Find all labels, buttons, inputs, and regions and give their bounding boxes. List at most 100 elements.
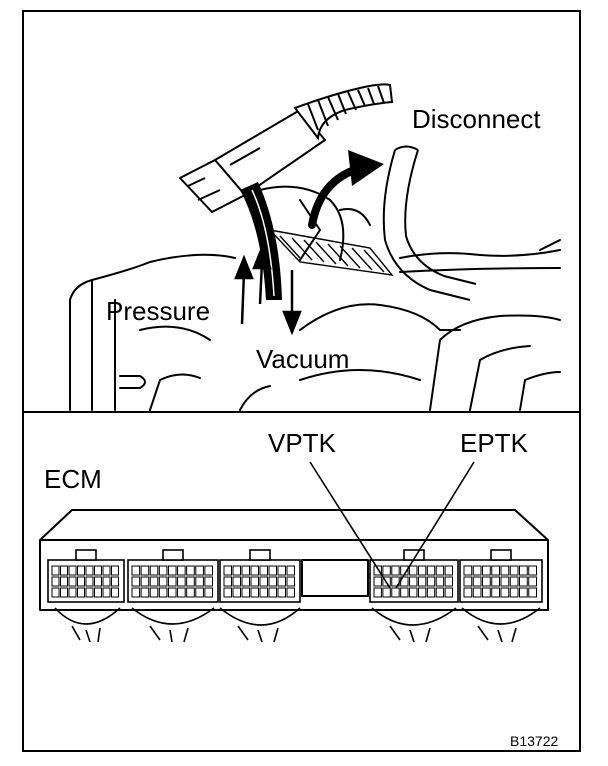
engine-outline-left	[69, 253, 236, 411]
connector-terminal	[391, 565, 400, 576]
connector-terminal	[268, 576, 277, 587]
connector-terminal	[472, 576, 482, 587]
panel-divider	[22, 411, 581, 413]
connector-terminal	[382, 565, 391, 576]
connector-terminal	[186, 565, 195, 576]
connector-terminal	[241, 565, 250, 576]
wire-harness	[293, 83, 394, 141]
connector-terminal	[223, 587, 232, 598]
connector-terminal	[409, 576, 418, 587]
connector-terminal	[149, 587, 159, 598]
connector-terminal	[444, 587, 454, 598]
connector-terminal	[277, 587, 286, 598]
connector-terminal	[195, 587, 204, 598]
connector-terminal	[85, 576, 94, 587]
sensor-body	[179, 109, 326, 213]
connector-terminal	[528, 587, 537, 598]
connector-terminal	[232, 576, 241, 587]
connector-terminal	[167, 587, 177, 598]
connector-terminal	[259, 576, 268, 587]
connector-terminal	[373, 576, 382, 587]
connector-terminal	[177, 576, 186, 587]
connector-terminal	[463, 565, 473, 576]
connector-terminal	[167, 576, 177, 587]
connector-terminal	[509, 587, 519, 598]
connector-terminal	[509, 565, 519, 576]
eptk-leader	[395, 461, 475, 589]
connector-terminal	[51, 565, 60, 576]
connector-terminal	[195, 565, 204, 576]
connector-terminal	[491, 587, 500, 598]
vptk-label: VPTK	[268, 428, 336, 458]
connector-terminal	[268, 587, 277, 598]
connector-terminal	[77, 587, 85, 598]
connector-terminal	[491, 576, 500, 587]
vptk-leader	[309, 461, 391, 589]
connector-terminal	[140, 587, 150, 598]
connector-terminal	[186, 576, 195, 587]
connector-terminal	[528, 576, 537, 587]
connector-terminal	[94, 576, 102, 587]
connector-terminal	[417, 587, 427, 598]
figure-frame	[22, 10, 581, 752]
connector-terminal	[186, 587, 195, 598]
connector-terminal	[177, 587, 186, 598]
connector-terminal	[131, 587, 141, 598]
connector-terminal	[444, 565, 454, 576]
connector-terminal	[241, 587, 250, 598]
bracket-outline	[259, 185, 345, 261]
connector-terminal	[60, 565, 68, 576]
engine-outline-right	[429, 314, 561, 411]
disconnect-arrow	[308, 150, 384, 229]
hose-disconnected	[382, 145, 477, 301]
connector-terminal	[400, 587, 409, 598]
connector-terminal	[167, 565, 177, 576]
connector-terminal	[94, 587, 102, 598]
connector-terminal	[417, 576, 427, 587]
connector-terminal	[195, 576, 204, 587]
connector-terminal	[51, 587, 60, 598]
connector-terminal	[177, 565, 186, 576]
disconnect-label: Disconnect	[412, 104, 541, 134]
connector-terminal	[259, 587, 268, 598]
connector-terminal	[51, 576, 60, 587]
connector-terminal	[277, 576, 286, 587]
connector-terminal	[102, 565, 111, 576]
connector-terminal	[491, 565, 500, 576]
connector-terminal	[259, 565, 268, 576]
connector-terminal	[482, 587, 491, 598]
ecm-connector	[459, 549, 543, 603]
connector-terminal	[232, 587, 241, 598]
connector-terminal	[223, 576, 232, 587]
eptk-label: EPTK	[460, 428, 528, 458]
connector-terminal	[111, 576, 119, 587]
connector-terminal	[286, 565, 295, 576]
connector-terminal	[426, 587, 436, 598]
connector-terminal	[435, 576, 445, 587]
connector-terminal	[204, 587, 213, 598]
connector-terminal	[509, 576, 519, 587]
connector-terminal	[500, 587, 510, 598]
connector-terminal	[500, 576, 510, 587]
connector-terminal	[286, 576, 295, 587]
connector-terminal	[241, 576, 250, 587]
connector-terminal	[111, 565, 119, 576]
connector-terminal	[223, 565, 232, 576]
pressure-label: Pressure	[106, 296, 211, 326]
connector-terminal	[131, 565, 141, 576]
ecm-connector	[219, 549, 301, 603]
connector-terminal	[158, 587, 168, 598]
ecm-connector	[127, 549, 219, 603]
connector-terminal	[286, 587, 295, 598]
connector-terminal	[77, 565, 85, 576]
connector-terminal	[435, 587, 445, 598]
connector-terminal	[158, 576, 168, 587]
connector-terminal	[519, 587, 528, 598]
connector-terminal	[444, 576, 454, 587]
pressure-arrows	[234, 244, 272, 325]
ecm-label: ECM	[44, 464, 102, 494]
connector-terminal	[140, 565, 150, 576]
connector-terminal	[68, 565, 77, 576]
connector-terminal	[268, 565, 277, 576]
